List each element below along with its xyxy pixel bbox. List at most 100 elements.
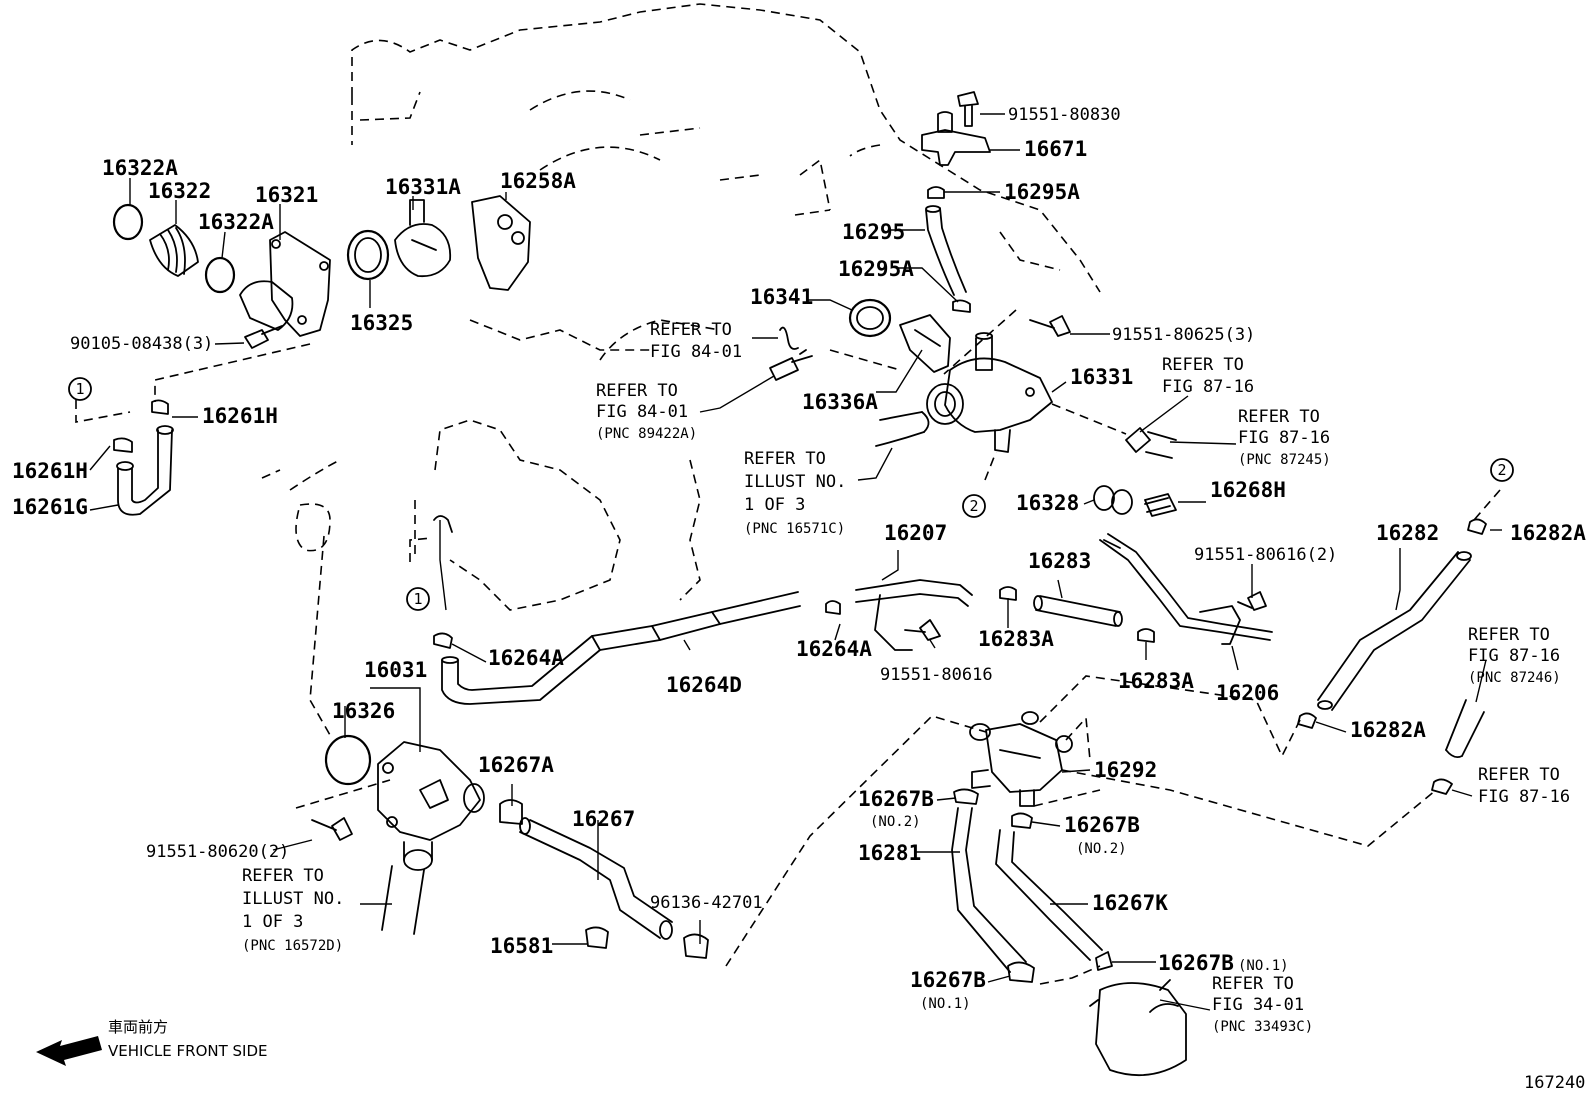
refer-note-line: (PNC 87245) bbox=[1238, 452, 1331, 468]
label-no2: (NO.2) bbox=[870, 814, 921, 830]
bolt-91551-80616 bbox=[904, 619, 941, 641]
refer-note-line: REFER TO bbox=[596, 381, 678, 401]
refer-note-line: (PNC 16572D) bbox=[242, 938, 343, 954]
refer-note-line: REFER TO bbox=[1162, 355, 1244, 375]
hose-16283 bbox=[1033, 595, 1123, 627]
callout-16292: 16292 bbox=[1094, 758, 1157, 782]
refer-note-line: REFER TO bbox=[1468, 625, 1550, 645]
outlet-16671-group bbox=[921, 91, 991, 313]
outlet-16671 bbox=[921, 111, 991, 166]
refer-note-line: ILLUST NO. bbox=[744, 472, 846, 492]
callout-16267B: 16267B bbox=[1064, 813, 1140, 837]
clamp-96136-42701 bbox=[683, 933, 709, 959]
callout-91551-80625: 91551-80625(3) bbox=[1112, 325, 1255, 345]
connection-lines bbox=[75, 309, 1501, 985]
callout-16261G: 16261G bbox=[12, 495, 88, 519]
refer-note-line: REFER TO bbox=[1212, 974, 1294, 994]
hose-16267 bbox=[519, 817, 673, 940]
clamp-16295A-upper bbox=[927, 186, 945, 199]
callout-16282A: 16282A bbox=[1350, 718, 1426, 742]
connector-1-a: 1 bbox=[68, 377, 92, 401]
water-outlet-16331 bbox=[926, 332, 1053, 453]
refer-note-line: (PNC 16571C) bbox=[744, 521, 845, 537]
water-inlet-16321 bbox=[239, 231, 331, 337]
callout-16295: 16295 bbox=[842, 220, 905, 244]
clamp-16581 bbox=[585, 926, 609, 949]
callout-91551-80616: 91551-80616 bbox=[880, 665, 993, 685]
refer-note-line: REFER TO bbox=[242, 866, 324, 886]
refer-note-line: REFER TO bbox=[1238, 407, 1320, 427]
gasket-16341 bbox=[848, 298, 892, 338]
refer-note-line: (PNC 89422A) bbox=[596, 426, 697, 442]
refer-note-line: 1 OF 3 bbox=[744, 495, 805, 515]
callout-16267B: 16267B bbox=[858, 787, 934, 811]
water-valve-16292 bbox=[969, 711, 1073, 807]
clamp-16267B-right-lower bbox=[1095, 951, 1113, 971]
callout-16321: 16321 bbox=[255, 183, 318, 207]
refer-note-line: ILLUST NO. bbox=[242, 889, 344, 909]
callout-16267B: 16267B bbox=[1158, 951, 1234, 975]
clamp-16283A-upper bbox=[999, 586, 1017, 601]
bolt-91551-80625 bbox=[1029, 315, 1071, 337]
refer-note-line: (PNC 33493C) bbox=[1212, 1019, 1313, 1035]
gasket-16325 bbox=[346, 229, 390, 281]
callout-91551-80620: 91551-80620(2) bbox=[146, 842, 289, 862]
label-no2: (NO.2) bbox=[1076, 841, 1127, 857]
callout-91551-80616-2: 91551-80616(2) bbox=[1194, 545, 1337, 565]
callout-16328: 16328 bbox=[1016, 491, 1079, 515]
refer-note-illust-16571C: REFER TO ILLUST NO. 1 OF 3 (PNC 16571C) bbox=[744, 449, 846, 537]
refer-note-line: REFER TO bbox=[650, 320, 732, 340]
refer-note-line: REFER TO bbox=[744, 449, 826, 469]
refer-note-line: FIG 84-01 bbox=[596, 402, 688, 422]
refer-note-line: FIG 87-16 bbox=[1162, 377, 1254, 397]
thermostat-16331A bbox=[394, 199, 452, 278]
callout-16282A: 16282A bbox=[1510, 521, 1586, 545]
callout-16326: 16326 bbox=[332, 699, 395, 723]
callout-16283A: 16283A bbox=[978, 627, 1054, 651]
callout-16331A: 16331A bbox=[385, 175, 461, 199]
hose-16267K bbox=[995, 829, 1103, 961]
bracket-16336A bbox=[899, 314, 951, 373]
callouts: 16322A 16322 16322A 16321 16331A 16258A … bbox=[12, 105, 1586, 1012]
bolt-91551-80616-2 bbox=[1237, 591, 1267, 611]
clamp-16264A-left bbox=[433, 632, 453, 649]
connector-1-b: 1 bbox=[406, 587, 430, 611]
sensor-89422A bbox=[769, 349, 813, 381]
hose-16282 bbox=[1317, 551, 1472, 711]
callout-16261H: 16261H bbox=[202, 404, 278, 428]
svg-text:2: 2 bbox=[1497, 461, 1506, 479]
refer-note-line: FIG 87-16 bbox=[1468, 646, 1560, 666]
refer-note-line: FIG 34-01 bbox=[1212, 995, 1304, 1015]
hose-16295 bbox=[925, 205, 967, 296]
callout-16268H: 16268H bbox=[1210, 478, 1286, 502]
callout-16295A: 16295A bbox=[1004, 180, 1080, 204]
callout-16671: 16671 bbox=[1024, 137, 1087, 161]
clamp-16283A-lower bbox=[1137, 628, 1155, 643]
callout-91551-80830: 91551-80830 bbox=[1008, 105, 1121, 125]
clamp-16267B-right-upper bbox=[1011, 812, 1033, 829]
direction-label-english: VEHICLE FRONT SIDE bbox=[108, 1042, 268, 1060]
thermostat-group bbox=[112, 195, 531, 349]
callout-16267B: 16267B bbox=[910, 968, 986, 992]
callout-16264A: 16264A bbox=[796, 637, 872, 661]
o-ring-16322A-left bbox=[112, 203, 144, 241]
callout-16331: 16331 bbox=[1070, 365, 1133, 389]
callout-16267K: 16267K bbox=[1092, 891, 1168, 915]
callout-16322: 16322 bbox=[148, 179, 211, 203]
clamp-16295A-lower bbox=[952, 299, 971, 313]
callout-16258A: 16258A bbox=[500, 169, 576, 193]
refer-note-line: REFER TO bbox=[1478, 765, 1560, 785]
hose-stub-16571C bbox=[875, 411, 930, 447]
clamp-16282A-lower bbox=[1297, 712, 1317, 729]
arrow-left-icon bbox=[36, 1036, 102, 1066]
refer-note-line: FIG 87-16 bbox=[1478, 787, 1570, 807]
callout-16581: 16581 bbox=[490, 934, 553, 958]
connector-2-b: 2 bbox=[1490, 458, 1514, 482]
pipe-16322 bbox=[149, 224, 199, 277]
callout-16031: 16031 bbox=[364, 658, 427, 682]
